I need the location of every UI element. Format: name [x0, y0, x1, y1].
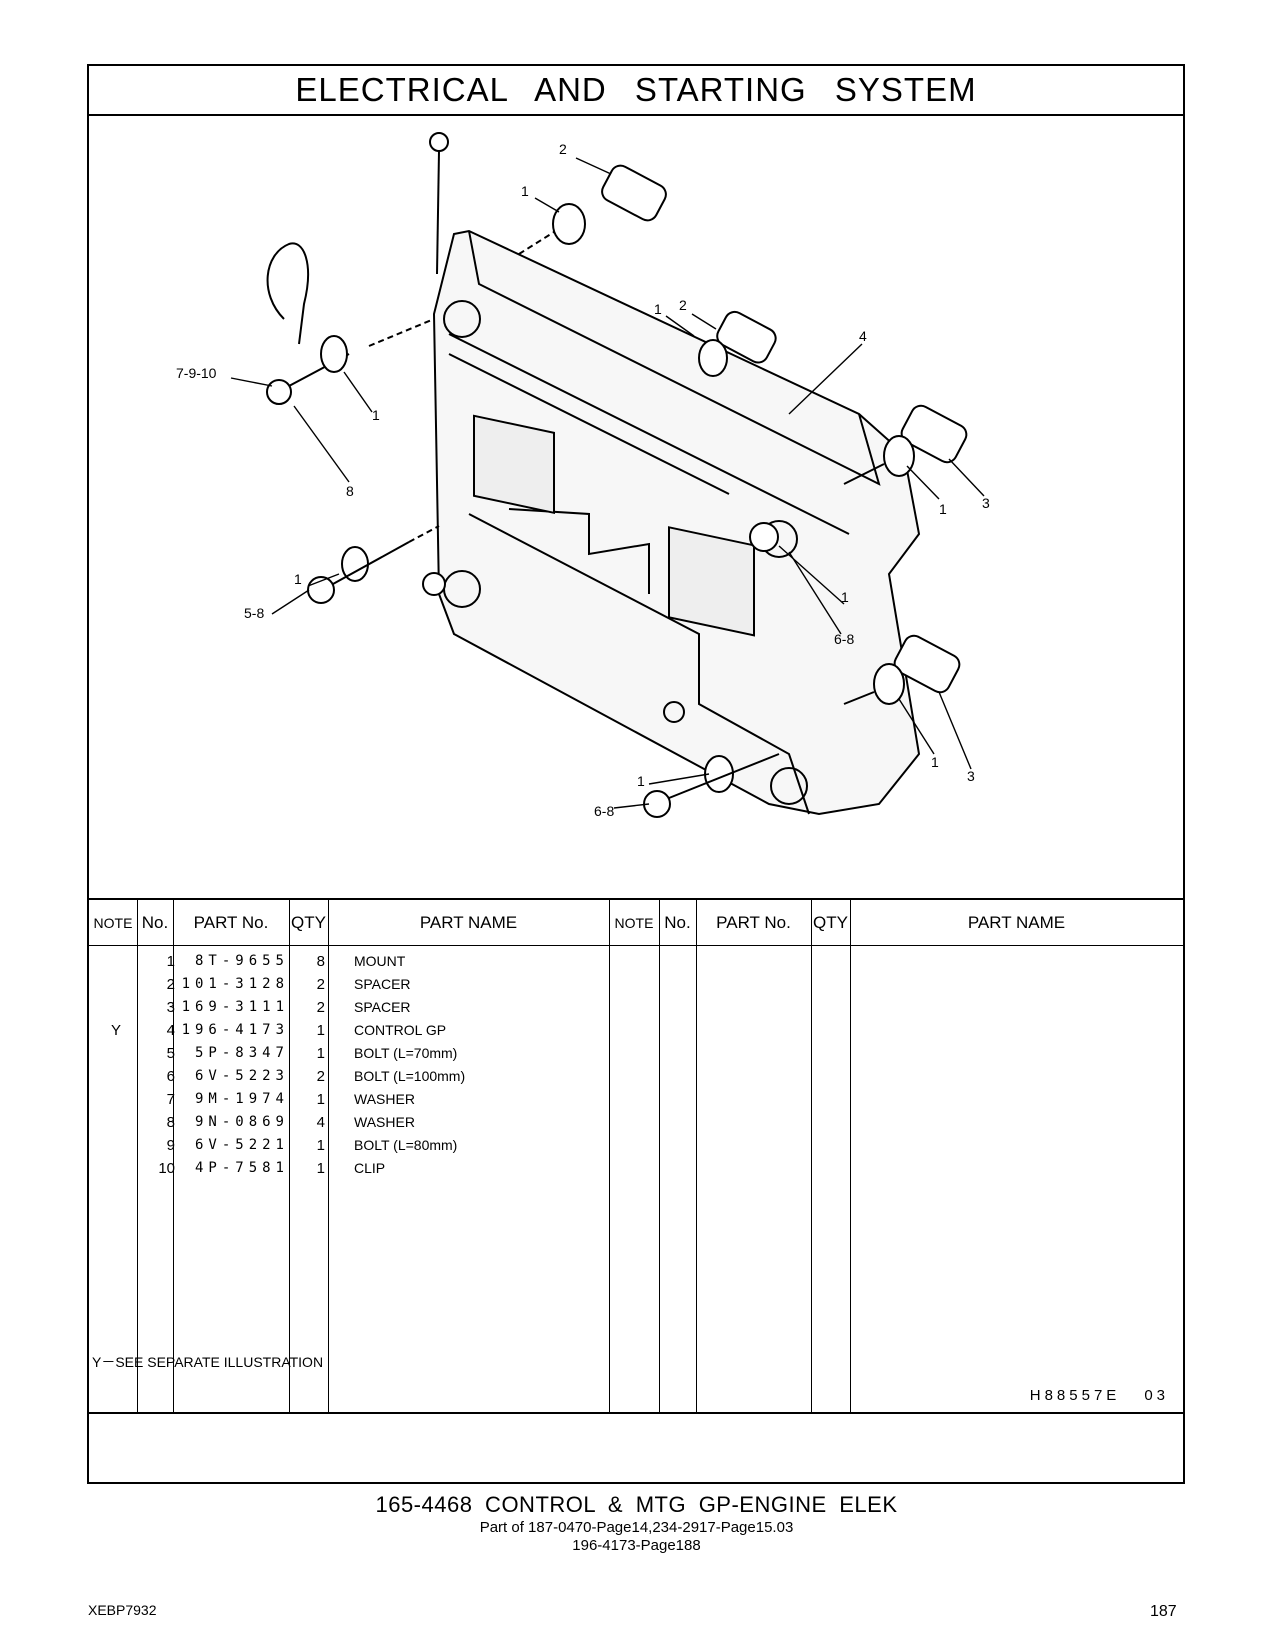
upper-connector [473, 414, 555, 515]
mount-top [552, 203, 586, 245]
clip-bolt-head [266, 379, 292, 405]
header-part-no: PART No. [193, 912, 269, 932]
callout-6-8-bottom: 6-8 [594, 803, 614, 819]
figure-edition: 03 [1144, 1387, 1169, 1404]
wire-clip [266, 242, 310, 345]
section-title-bar: ELECTRICAL AND STARTING SYSTEM [89, 66, 1183, 116]
mount-boss-bottom [770, 767, 808, 805]
header-part-name: PART NAME [419, 912, 518, 932]
document-code: XEBP7932 [88, 1602, 157, 1618]
spacer-lower-right [893, 634, 961, 694]
housing-rear-rail [448, 333, 850, 535]
callout-8: 8 [346, 483, 354, 499]
header-part-no-2: PART No. [716, 912, 791, 932]
callout-5-8: 5-8 [244, 605, 264, 621]
figure-number: H88557E [1029, 1387, 1121, 1404]
spacer-top [601, 164, 667, 222]
callout-1-lower-right: 1 [931, 754, 939, 770]
header-no-2: No. [664, 912, 691, 932]
figure-reference: H88557E 03 [1030, 1387, 1169, 1404]
header-no: No. [141, 912, 169, 932]
header-note-2: NOTE [614, 914, 654, 931]
lower-connector [668, 526, 755, 637]
footnote: Y－SEE SEPARATE ILLUSTRATION [92, 1354, 324, 1370]
control-module-housing [432, 229, 921, 816]
callout-1-bottom: 1 [637, 773, 645, 789]
assembly-caption: 165-4468 CONTROL & MTG GP-ENGINE ELEK [375, 1492, 898, 1517]
bolt-6-8-right-head [749, 522, 779, 552]
caption-part-of: Part of 187-0470-Page14,234-2917-Page15.… [479, 1519, 794, 1536]
callout-1-upper-right: 1 [654, 301, 662, 317]
callout-3-lower-right: 3 [967, 768, 975, 784]
callout-7-9-10: 7-9-10 [176, 365, 217, 381]
header-qty-2: QTY [813, 912, 848, 932]
housing-top-ridge [468, 230, 881, 486]
callout-1-right: 1 [939, 501, 947, 517]
ground-strap [436, 150, 440, 275]
header-part-name-2: PART NAME [967, 912, 1066, 932]
clip-mount [320, 335, 348, 373]
spacer-upper-right [716, 310, 777, 364]
spacer-right [900, 404, 968, 464]
callout-2-upper-right: 2 [679, 297, 687, 313]
callout-1-clip: 1 [372, 407, 380, 423]
housing-lower-panel [468, 513, 810, 815]
page-title: ELECTRICAL AND STARTING SYSTEM [295, 71, 977, 108]
header-note: NOTE [93, 914, 133, 931]
callout-3-right: 3 [982, 495, 990, 511]
exploded-parts-illustration: 2 1 1 2 4 7-9-10 1 8 1 5-8 1 3 1 6-8 1 3… [176, 132, 990, 819]
header-qty: QTY [291, 912, 326, 932]
callout-1-right-bolt: 1 [841, 589, 849, 605]
ground-strap-ring [429, 132, 449, 152]
callout-1-mid-left: 1 [294, 571, 302, 587]
parts-list-table: NOTE No. PART No. QTY PART NAME NOTE No.… [89, 898, 1183, 1414]
parts-page-frame: ELECTRICAL AND STARTING SYSTEM [87, 64, 1185, 1484]
mount-boss-top-left [443, 300, 481, 338]
callout-6-8-right: 6-8 [834, 631, 854, 647]
caption-page-ref: 196-4173-Page188 [572, 1537, 701, 1554]
callout-4: 4 [859, 328, 867, 344]
callout-2-top: 2 [559, 141, 567, 157]
page-number: 187 [1150, 1603, 1177, 1620]
callout-1-top: 1 [521, 183, 529, 199]
